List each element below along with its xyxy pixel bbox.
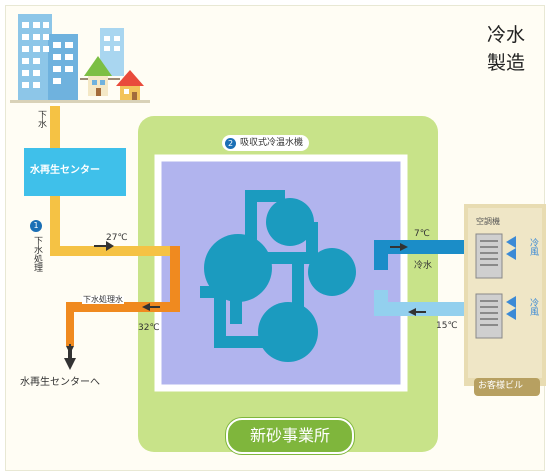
chiller-machine	[200, 190, 356, 362]
side-caption-line1: 冷水	[487, 24, 526, 46]
down-arrow	[64, 358, 76, 370]
sewage-in-temp: 27℃	[106, 233, 128, 243]
process-label: 下水処理	[32, 236, 42, 272]
return-water-temp: 15℃	[436, 321, 458, 331]
sewage-out-temp: 32℃	[138, 323, 160, 333]
side-caption-line2: 製造	[487, 52, 526, 74]
plant-name-badge: 新砂事業所	[226, 418, 354, 454]
ac-unit-label: 空調機	[476, 217, 500, 226]
chiller-number-badge: 2	[225, 138, 236, 149]
center-box	[24, 148, 126, 196]
chilled-water-label: 冷水	[414, 261, 433, 271]
building-name: お客様ビル	[478, 381, 524, 391]
sewage-label: 下水	[36, 110, 46, 128]
cold-wind-label-1: 冷風	[528, 238, 538, 256]
treated-water-label: 下水処理水	[82, 295, 124, 304]
cold-wind-label-2: 冷風	[528, 298, 538, 316]
process-number-badge: 1	[30, 220, 42, 232]
chilled-out-temp: 7℃	[414, 229, 430, 239]
building	[464, 204, 546, 396]
sewage-pipes	[50, 106, 180, 346]
chiller-label: 吸収式冷温水機	[222, 135, 310, 151]
return-to-center-label: 水再生センターへ	[20, 377, 100, 388]
center-box-label: 水再生センター	[30, 165, 100, 176]
city-illustration	[10, 14, 150, 103]
